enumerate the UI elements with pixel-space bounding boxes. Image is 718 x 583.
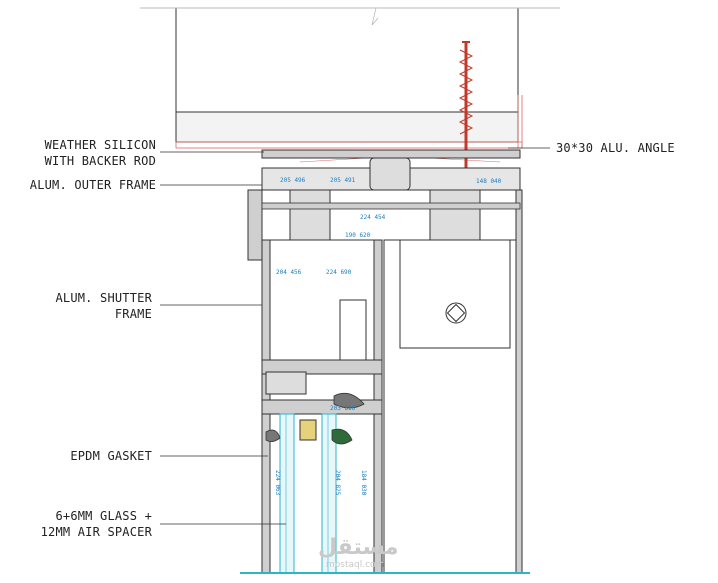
screw (458, 41, 474, 190)
code-205-491: 205 491 (330, 177, 356, 184)
code-148-040: 148 040 (476, 178, 502, 185)
label-epdm: EPDM GASKET (70, 449, 152, 463)
label-weather-silicon-1: WEATHER SILICON (44, 138, 156, 152)
code-184-030: 184 030 (360, 470, 367, 496)
part-codes: 205 496 205 491 148 040 224 454 190 620 … (274, 177, 502, 496)
sliding-panel (383, 239, 517, 574)
epdm-gaskets (265, 392, 365, 445)
glass-unit (279, 413, 337, 574)
label-angle: 30*30 ALU. ANGLE (556, 141, 675, 155)
label-shutter-frame-1: ALUM. SHUTTER (55, 291, 152, 305)
label-glass-1: 6+6MM GLASS + (55, 509, 152, 523)
label-weather-silicon-2: WITH BACKER ROD (44, 154, 156, 168)
label-shutter-frame-2: FRAME (114, 307, 152, 321)
leader-lines (160, 147, 550, 525)
code-224-690: 224 690 (326, 269, 352, 276)
outer-frame (247, 149, 523, 574)
code-204-456: 204 456 (276, 269, 302, 276)
shutter-frame (261, 239, 383, 574)
code-224-063: 224 063 (274, 470, 281, 496)
watermark-latin: mostaql.com (326, 560, 385, 570)
code-205-496: 205 496 (280, 177, 306, 184)
code-190-620: 190 620 (345, 232, 371, 239)
wall-block (140, 7, 560, 143)
watermark-arabic: مستقل (318, 535, 399, 560)
code-224-454: 224 454 (360, 214, 386, 221)
label-glass-2: 12MM AIR SPACER (40, 525, 152, 539)
code-203-816: 203 816 (330, 405, 356, 412)
code-204-825: 204 825 (334, 470, 341, 496)
label-outer-frame: ALUM. OUTER FRAME (29, 178, 156, 192)
